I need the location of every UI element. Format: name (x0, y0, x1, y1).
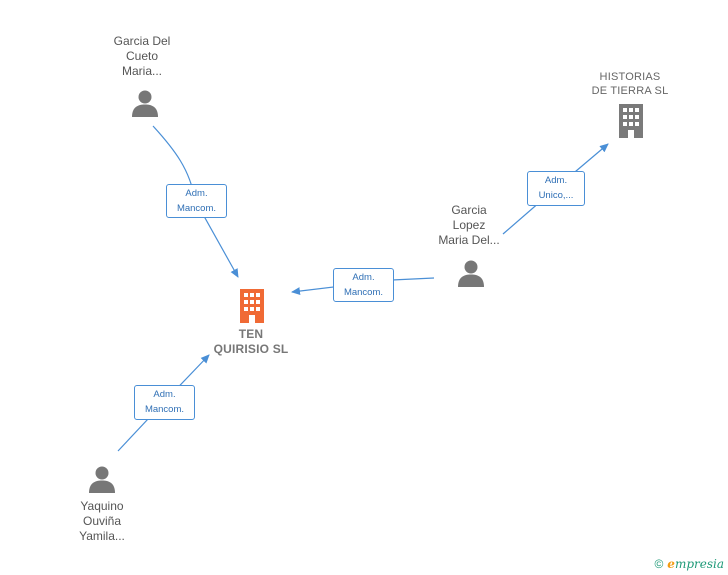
brand-logo-letter: e (667, 557, 675, 571)
company-historias-name[interactable]: HISTORIAS DE TIERRA SL (591, 71, 669, 97)
building-icon[interactable] (616, 104, 646, 138)
person-icon[interactable] (131, 89, 159, 117)
person-icon[interactable] (88, 465, 116, 493)
building-icon[interactable] (237, 289, 267, 323)
edge-label-yaquino-to-ten[interactable]: Adm. Mancom. (134, 385, 195, 420)
empresia-watermark[interactable]: ©empresia (654, 557, 724, 571)
person-garcia-lopez-name[interactable]: Garcia Lopez Maria Del... (438, 203, 500, 247)
edge-label-lopez-to-historias[interactable]: Adm. Unico,... (527, 171, 585, 206)
person-garcia-del-cueto-name[interactable]: Garcia Del Cueto Maria... (113, 34, 171, 78)
company-ten-quirisio-name[interactable]: TEN QUIRISIO SL (213, 327, 289, 356)
person-yaquino-name[interactable]: Yaquino Ouviña Yamila... (79, 499, 125, 543)
person-icon[interactable] (457, 259, 485, 287)
edge-label-cueto-to-ten[interactable]: Adm. Mancom. (166, 184, 227, 218)
edge-label-lopez-to-ten[interactable]: Adm. Mancom. (333, 268, 394, 302)
brand-logo-text: mpresia (674, 557, 724, 571)
copyright-icon: © (654, 557, 664, 571)
